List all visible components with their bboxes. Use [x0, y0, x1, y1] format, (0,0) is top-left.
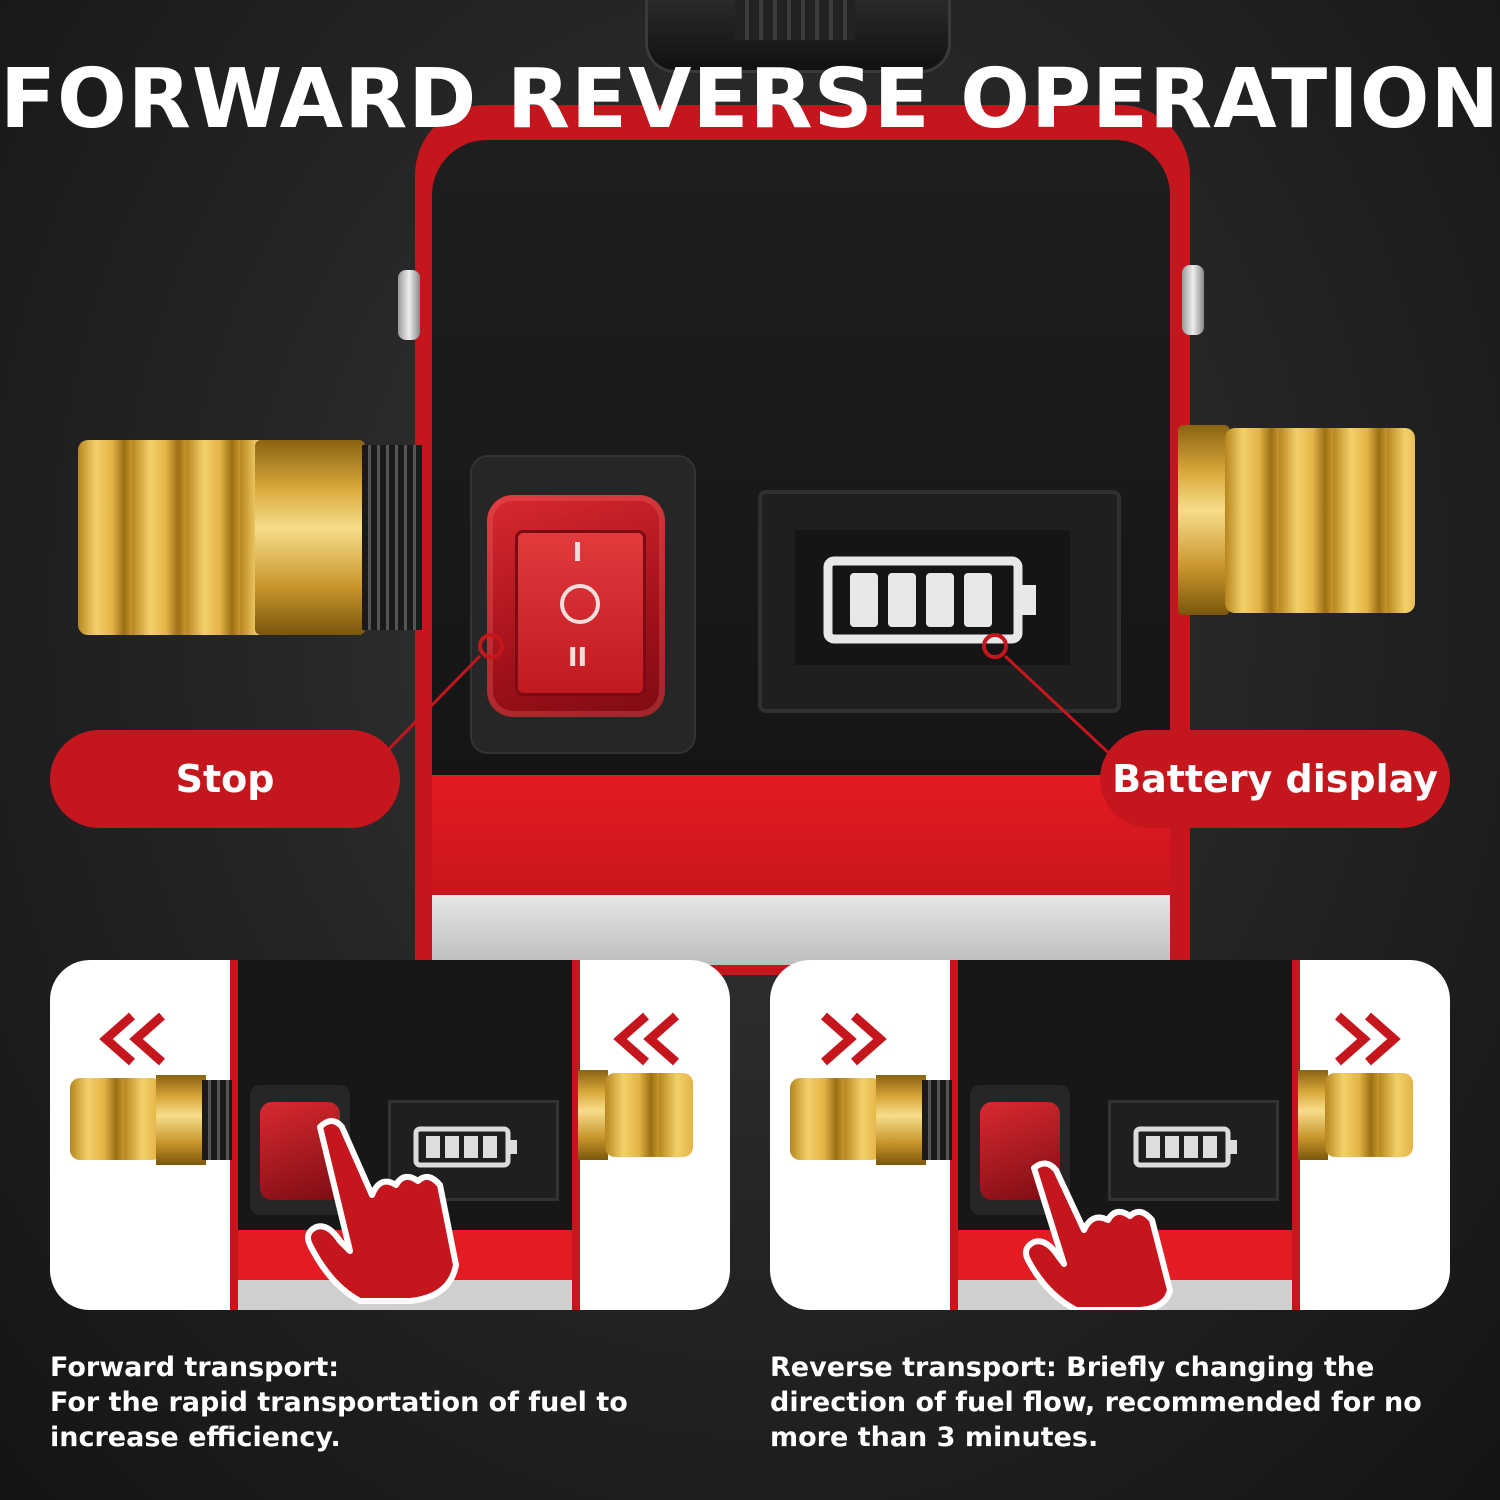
switch-symbol-bottom: II — [567, 643, 588, 673]
forward-left-barb — [70, 1078, 162, 1160]
battery-icon — [823, 556, 1036, 644]
forward-transport-panel — [50, 960, 730, 1310]
switch-symbol-top: I — [572, 538, 583, 568]
pump-silver-band — [432, 895, 1170, 965]
battery-display-callout-label: Battery display — [1100, 730, 1450, 828]
fast-forward-arrows-icon — [821, 1012, 887, 1066]
screw-left — [398, 270, 420, 340]
reverse-caption-line-2: direction of fuel flow, recommended for … — [770, 1387, 1422, 1418]
left-brass-nut — [255, 440, 365, 635]
reverse-caption-line-1: Reverse transport: Briefly changing the — [770, 1352, 1375, 1383]
forward-left-nut — [156, 1075, 206, 1165]
pump-red-band — [432, 775, 1170, 895]
screw-right — [1182, 265, 1204, 335]
reverse-transport-panel — [770, 960, 1450, 1310]
reverse-right-barb — [1325, 1073, 1413, 1157]
forward-right-barb — [605, 1073, 693, 1157]
forward-left-thread — [202, 1080, 232, 1160]
stop-callout-label: Stop — [50, 730, 400, 828]
forward-right-nut — [578, 1070, 608, 1160]
forward-battery-icon — [413, 1126, 517, 1168]
forward-caption: Forward transport: For the rapid transpo… — [50, 1350, 730, 1455]
right-brass-nut — [1178, 425, 1230, 615]
forward-caption-line-1: Forward transport: — [50, 1352, 340, 1383]
forward-caption-line-3: increase efficiency. — [50, 1422, 341, 1453]
rewind-arrows-icon-right — [613, 1012, 679, 1066]
page-title: FORWARD REVERSE OPERATION — [0, 52, 1500, 147]
reverse-right-nut — [1298, 1070, 1328, 1160]
switch-symbol-middle — [560, 584, 600, 624]
switch-callout-dot — [478, 633, 504, 659]
display-callout-dot — [982, 633, 1008, 659]
forward-caption-line-2: For the rapid transportation of fuel to — [50, 1387, 628, 1418]
reverse-battery-icon — [1133, 1126, 1237, 1168]
reverse-caption-line-3: more than 3 minutes. — [770, 1422, 1099, 1453]
right-brass-barb — [1225, 428, 1415, 613]
reverse-left-nut — [876, 1075, 926, 1165]
rewind-arrows-icon — [99, 1012, 165, 1066]
hand-pointer-icon-reverse — [1023, 1160, 1173, 1310]
hand-pointer-icon — [305, 1118, 459, 1304]
reverse-left-barb — [790, 1078, 882, 1160]
fast-forward-arrows-icon-right — [1335, 1012, 1401, 1066]
reverse-caption: Reverse transport: Briefly changing the … — [770, 1350, 1470, 1455]
reverse-left-thread — [922, 1080, 952, 1160]
pump-handle-grip — [735, 0, 855, 40]
left-brass-barb — [78, 440, 278, 635]
left-thread — [362, 445, 422, 630]
